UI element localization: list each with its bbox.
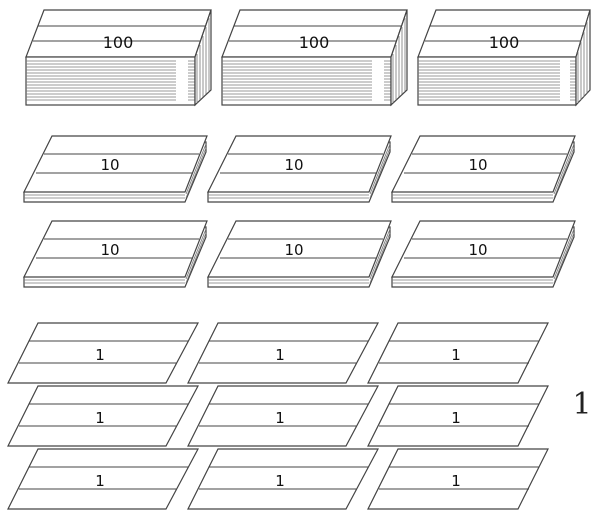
ten-label: 10 [468, 156, 487, 174]
side-label: 1 [572, 387, 591, 422]
ten-flat: 10 [24, 136, 207, 202]
one-sheet: 1 [368, 449, 548, 509]
ten-label: 10 [284, 241, 303, 259]
one-label: 1 [95, 346, 105, 364]
hundred-label: 100 [489, 33, 520, 52]
one-sheet: 1 [188, 386, 378, 446]
hundred-label: 100 [299, 33, 330, 52]
one-label: 1 [95, 409, 105, 427]
ten-label: 10 [100, 241, 119, 259]
one-sheet: 1 [188, 323, 378, 383]
ten-label: 10 [284, 156, 303, 174]
hundred-stack: 100 [26, 10, 211, 105]
one-label: 1 [275, 472, 285, 490]
hundred-stack: 100 [222, 10, 407, 105]
one-label: 1 [451, 409, 461, 427]
ten-flat: 10 [24, 221, 207, 287]
one-sheet: 1 [188, 449, 378, 509]
ten-flat: 10 [392, 136, 575, 202]
one-sheet: 1 [8, 386, 198, 446]
hundred-label: 100 [103, 33, 134, 52]
one-label: 1 [95, 472, 105, 490]
one-label: 1 [451, 346, 461, 364]
hundreds-row: 100 100 [26, 10, 599, 105]
ten-flat: 10 [392, 221, 575, 287]
one-label: 1 [451, 472, 461, 490]
one-sheet: 1 [368, 323, 548, 383]
one-sheet: 1 [8, 323, 198, 383]
hundred-stack: 100 [418, 10, 599, 105]
one-sheet: 1 [8, 449, 198, 509]
one-label: 1 [275, 409, 285, 427]
ten-label: 10 [468, 241, 487, 259]
ten-label: 10 [100, 156, 119, 174]
ten-flat: 10 [208, 221, 391, 287]
one-sheet: 1 [368, 386, 548, 446]
tens-rows: 10 10 10 [24, 136, 575, 287]
ones-rows: 1 1 1 1 1 1 [8, 323, 548, 509]
one-label: 1 [275, 346, 285, 364]
ten-flat: 10 [208, 136, 391, 202]
